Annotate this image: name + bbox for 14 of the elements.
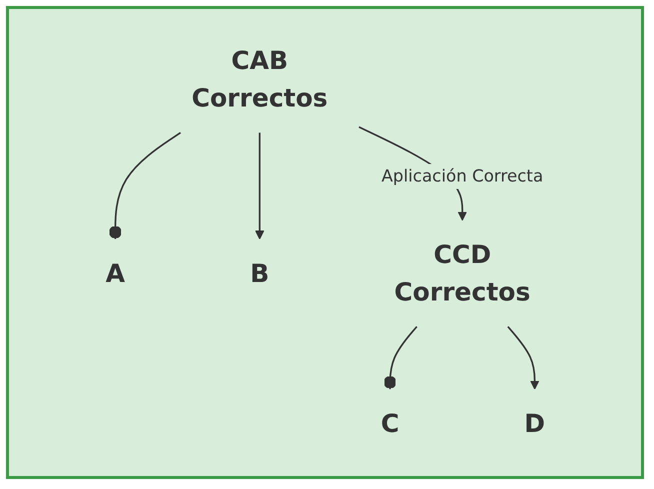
node-text: CCD — [433, 240, 491, 270]
node-label: Correctos — [191, 84, 328, 114]
arrow — [254, 133, 264, 240]
node-text: C — [380, 409, 399, 439]
connector — [383, 326, 418, 390]
node-text: B — [250, 259, 269, 288]
node-text: D — [524, 409, 545, 439]
connector — [108, 132, 181, 240]
edge-label: Aplicación Correcta — [381, 166, 543, 186]
diagram-panel: Aplicación Correcta A CAB Correctos B C CCD Correctos D — [6, 6, 644, 479]
node-text: A — [105, 259, 125, 288]
node-text: CAB — [230, 46, 288, 76]
node-label: Correctos — [394, 278, 530, 308]
arrow — [506, 326, 539, 390]
